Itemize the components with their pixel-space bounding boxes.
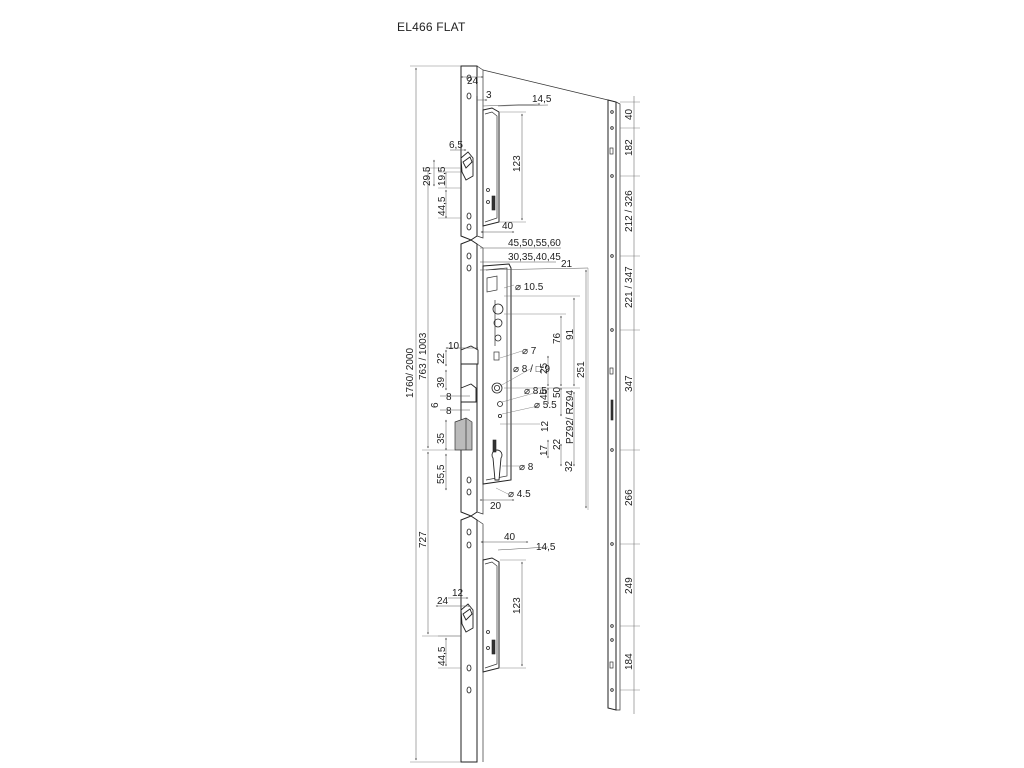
dim-center-d7: ⌀ 7 [522,346,537,357]
dim-center-17: 17 [539,444,550,456]
dimension-labels: 24 3 14,5 123 6,5 29,5 19,5 44,5 40 45,5… [405,76,635,670]
dim-strip-182: 182 [624,139,635,156]
dim-strip-249: 249 [624,577,635,594]
dim-center-22-left: 22 [436,352,447,364]
dim-bottom-44-5: 44,5 [437,646,448,666]
dim-top-14-5: 14,5 [532,94,552,105]
top-lock-case [460,107,500,227]
dim-center-10: 10 [448,341,460,352]
dim-center-d5-5: ⌀ 5.5 [534,400,557,411]
dim-center-35: 35 [436,432,447,444]
dim-bottom-24: 24 [437,596,449,607]
dimension-lines [410,65,640,763]
dim-center-d4-5: ⌀ 4.5 [508,489,531,500]
dim-top-3: 3 [486,90,492,101]
dim-strip-347: 347 [624,375,635,392]
dim-bottom-40: 40 [504,532,516,543]
dim-center-76: 76 [552,332,563,344]
dim-center-32: 32 [564,460,575,472]
dim-strip-212-326: 212 / 326 [624,190,635,232]
dim-center-22-right: 22 [552,438,563,450]
bottom-lock-case [460,557,500,673]
dim-bottom-14-5: 14,5 [536,542,556,553]
dim-bottom-123: 123 [512,597,523,614]
center-lock-case [454,263,512,485]
dim-center-d10-5: ⌀ 10.5 [515,282,544,293]
dim-center-8b: 8 [446,406,452,417]
dim-center-39: 39 [436,376,447,388]
dim-strip-40: 40 [624,108,635,120]
dim-center-d8-sq9: ⌀ 8 / □ 9 [513,364,551,375]
dim-center-21: 21 [561,259,573,270]
side-strip [482,69,621,711]
dim-center-d8-5: ⌀ 8.5 [524,386,547,397]
dim-center-12: 12 [540,420,551,432]
dim-strip-184: 184 [624,653,635,670]
faceplate-holes [466,74,472,694]
dim-center-30-45: 30,35,40,45 [508,252,561,263]
dim-center-20: 20 [490,501,502,512]
dim-center-6: 6 [430,402,441,408]
dim-center-pz-rz: PZ92/ RZ94 [565,390,576,444]
dim-center-55-5: 55,5 [436,464,447,484]
dim-center-25: 25 [539,362,550,374]
dim-center-d8: ⌀ 8 [519,462,534,473]
dim-center-91: 91 [565,328,576,340]
dim-bottom-12: 12 [452,588,464,599]
dim-strip-221-347: 221 / 347 [624,266,635,308]
dim-center-45-60: 45,50,55,60 [508,238,561,249]
dim-strip-266: 266 [624,489,635,506]
dim-763-1003: 763 / 1003 [418,332,429,380]
dim-top-40: 40 [502,221,514,232]
dim-top-6-5: 6,5 [449,140,463,151]
dim-center-251: 251 [576,361,587,378]
strip-holes [609,110,614,692]
dim-top-29-5: 29,5 [422,166,433,186]
dim-top-44-5: 44,5 [437,196,448,216]
dim-center-50: 50 [552,386,563,398]
dim-top-19-5: 19,5 [437,166,448,186]
dim-center-45: 45 [539,388,550,400]
dim-top-24: 24 [467,76,479,87]
dim-1760-2000: 1760/ 2000 [405,348,416,398]
dim-center-8a: 8 [446,392,452,403]
drawing-title: EL466 FLAT [397,20,466,34]
dim-top-123: 123 [512,155,523,172]
dim-bottom-727: 727 [418,531,429,548]
